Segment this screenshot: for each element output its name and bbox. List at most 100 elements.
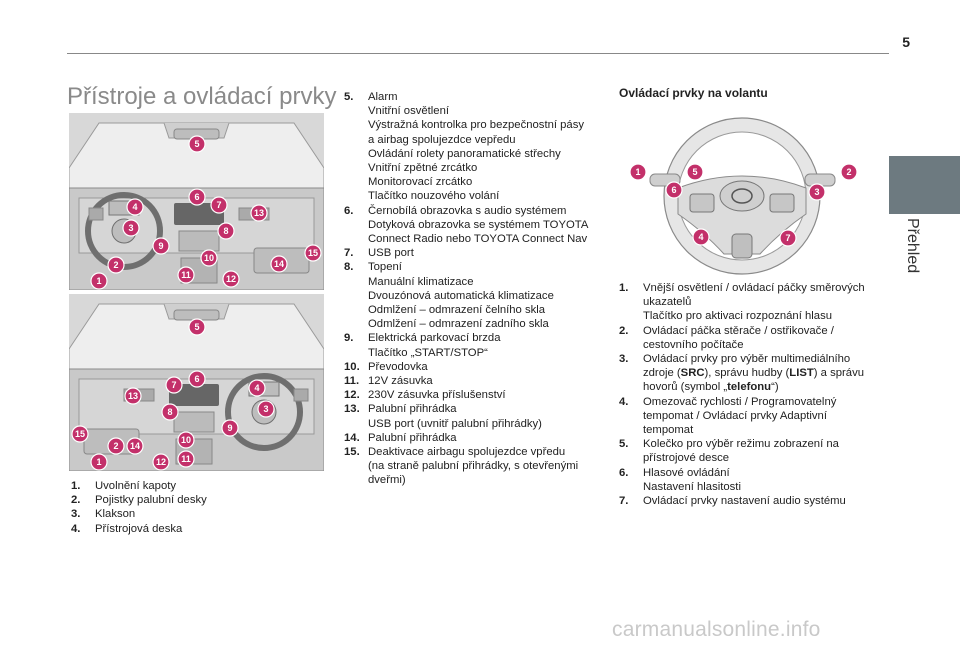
svg-text:11: 11 (181, 270, 191, 280)
page-number: 5 (902, 34, 910, 50)
svg-text:11: 11 (181, 454, 191, 464)
callout-markers-wheel: 1 2 3 4 5 6 7 (629, 163, 858, 247)
callout-bottom-5: 5 (188, 318, 206, 336)
svg-text:14: 14 (130, 441, 140, 451)
svg-text:15: 15 (75, 429, 85, 439)
list-item: 3. Ovládací prvky pro výběr multimediáln… (619, 353, 865, 394)
callout-bottom-4: 4 (248, 379, 266, 397)
svg-text:5: 5 (692, 167, 697, 177)
callout-wheel-1: 1 (629, 163, 647, 181)
section-tab (889, 156, 960, 214)
svg-text:8: 8 (223, 226, 228, 236)
callout-top-6: 6 (188, 188, 206, 206)
svg-text:8: 8 (167, 407, 172, 417)
list-item: 5. Kolečko pro výběr režimu zobrazení na… (619, 438, 839, 465)
list-item: 6. Černobílá obrazovka s audio systémem … (344, 204, 589, 246)
list-item: 5. Alarm Vnitřní osvětlení Výstražná kon… (344, 91, 585, 203)
list-item: 14. Palubní přihrádka (344, 431, 457, 444)
list-item: 1. Vnější osvětlení / ovládací páčky smě… (619, 282, 865, 323)
callout-top-11: 11 (177, 266, 195, 284)
svg-text:1: 1 (96, 457, 101, 467)
callout-top-10: 10 (200, 249, 218, 267)
steering-controls-heading: Ovládací prvky na volantu (619, 86, 768, 100)
controls-list-middle: 5. Alarm Vnitřní osvětlení Výstražná kon… (344, 90, 606, 488)
svg-text:15: 15 (308, 248, 318, 258)
svg-text:14: 14 (274, 259, 284, 269)
svg-text:5: 5 (194, 322, 199, 332)
svg-text:3: 3 (263, 404, 268, 414)
callout-bottom-1: 1 (90, 453, 108, 471)
svg-text:6: 6 (194, 374, 199, 384)
svg-text:10: 10 (204, 253, 214, 263)
callout-bottom-6: 6 (188, 370, 206, 388)
callout-wheel-3: 3 (808, 183, 826, 201)
svg-text:1: 1 (96, 276, 101, 286)
svg-text:7: 7 (785, 233, 790, 243)
callout-wheel-7: 7 (779, 229, 797, 247)
svg-text:6: 6 (194, 192, 199, 202)
svg-text:4: 4 (254, 383, 259, 393)
svg-text:2: 2 (846, 167, 851, 177)
svg-text:2: 2 (113, 441, 118, 451)
callout-top-14: 14 (270, 255, 288, 273)
callout-top-3: 3 (122, 219, 140, 237)
list-item: 12. 230V zásuvka příslušenství (344, 389, 506, 402)
callout-wheel-5: 5 (686, 163, 704, 181)
dashboard-illustration-lhd: 1 2 3 4 5 6 7 8 9 10 11 12 13 14 15 (69, 113, 324, 290)
callout-bottom-7: 7 (165, 376, 183, 394)
list-item: 7. USB port (344, 247, 414, 260)
svg-text:13: 13 (128, 391, 138, 401)
svg-text:10: 10 (181, 435, 191, 445)
svg-text:9: 9 (227, 423, 232, 433)
callout-bottom-13: 13 (124, 387, 142, 405)
steering-wheel-illustration: 1 2 3 4 5 6 7 (620, 104, 865, 276)
callout-bottom-14: 14 (126, 437, 144, 455)
list-item: 3.Klakson (71, 508, 136, 521)
callout-wheel-6: 6 (665, 181, 683, 199)
list-item: 4. Omezovač rychlosti / Programovatelný … (619, 395, 837, 437)
svg-text:3: 3 (814, 187, 819, 197)
svg-text:12: 12 (226, 274, 236, 284)
list-item: 11. 12V zásuvka (344, 375, 433, 388)
list-item: 2. Ovládací páčka stěrače / ostřikovače … (619, 324, 834, 351)
callout-wheel-4: 4 (692, 228, 710, 246)
callout-wheel-2: 2 (840, 163, 858, 181)
svg-text:1: 1 (635, 167, 640, 177)
svg-text:4: 4 (698, 232, 703, 242)
header-rule (67, 53, 889, 54)
page-title: Přístroje a ovládací prvky (67, 83, 337, 110)
list-item: 2.Pojistky palubní desky (71, 494, 207, 507)
callout-top-15: 15 (304, 244, 322, 262)
callout-bottom-11: 11 (177, 450, 195, 468)
list-item: 1.Uvolnění kapoty (71, 480, 177, 492)
callout-bottom-10: 10 (177, 431, 195, 449)
callout-top-8: 8 (217, 222, 235, 240)
list-item: 10. Převodovka (344, 360, 428, 373)
list-item: 6. Hlasové ovládání Nastavení hlasitosti (619, 466, 741, 493)
callout-top-12: 12 (222, 270, 240, 288)
svg-text:5: 5 (194, 139, 199, 149)
watermark: carmanualsonline.info (612, 618, 821, 641)
svg-text:13: 13 (254, 208, 264, 218)
callout-top-1: 1 (90, 272, 108, 290)
list-item: 15. Deaktivace airbagu spolujezdce vpřed… (344, 446, 579, 487)
svg-text:4: 4 (132, 202, 137, 212)
list-item: 7. Ovládací prvky nastavení audio systém… (619, 495, 846, 508)
section-tab-label: Přehled (904, 218, 921, 274)
list-item: 4.Přístrojová deska (71, 522, 183, 535)
list-item: 8. Topení Manuální klimatizace Dvouzónov… (344, 261, 554, 331)
svg-text:9: 9 (158, 241, 163, 251)
svg-text:7: 7 (171, 380, 176, 390)
callout-bottom-12: 12 (152, 453, 170, 471)
controls-list-left: 1.Uvolnění kapoty 2.Pojistky palubní des… (71, 479, 321, 536)
svg-text:3: 3 (128, 223, 133, 233)
callout-bottom-9: 9 (221, 419, 239, 437)
callout-bottom-3: 3 (257, 400, 275, 418)
callout-top-9: 9 (152, 237, 170, 255)
callout-bottom-15: 15 (71, 425, 89, 443)
callout-markers-top: 1 2 3 4 5 6 7 8 9 10 11 12 13 14 15 (90, 135, 322, 290)
callout-markers-bottom: 1 2 3 4 5 6 7 8 9 10 11 12 13 14 15 (71, 318, 275, 471)
svg-text:12: 12 (156, 457, 166, 467)
list-item: 9. Elektrická parkovací brzda Tlačítko „… (344, 332, 501, 359)
callout-bottom-8: 8 (161, 403, 179, 421)
